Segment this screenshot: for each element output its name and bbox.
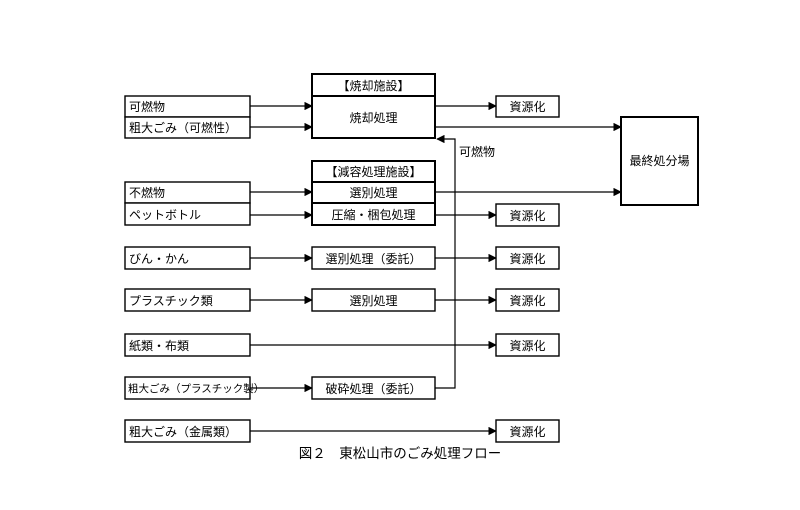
resource-label-6: 資源化 — [509, 425, 545, 439]
input-label-sodai-kanen: 粗大ごみ（可燃性） — [129, 120, 237, 135]
resource-box-2 — [495, 203, 560, 227]
recycle-flow-label: 可燃物 — [459, 144, 495, 159]
arrow-crush-to-incinerator — [435, 134, 456, 389]
facility-boxes: 【焼却施設】 焼却処理 【減容処理施設】 選別処理 圧縮・梱包処理 選別処理（委… — [311, 73, 436, 400]
resource-label-1: 資源化 — [509, 100, 545, 114]
incinerator-title: 【焼却施設】 — [337, 78, 409, 93]
reduction-title: 【減容処理施設】 — [325, 164, 421, 179]
input-label-plastic: プラスチック類 — [129, 294, 213, 308]
final-disposal-box — [620, 116, 699, 206]
input-box-paper — [124, 333, 251, 357]
resource-box-6 — [495, 419, 560, 443]
reduction-compress: 圧縮・梱包処理 — [331, 207, 415, 222]
sort-consigned: 選別処理（委託） — [325, 251, 421, 266]
input-label-bin-kan: びん・かん — [129, 252, 189, 266]
resource-box-5 — [495, 333, 560, 357]
input-box-sodai-kanen — [124, 116, 251, 139]
resource-box-1 — [495, 95, 560, 118]
input-box-bin-kan — [124, 246, 251, 270]
resource-box-3 — [495, 246, 560, 270]
figure-caption: 図２ 東松山市のごみ処理フロー — [299, 445, 502, 462]
reduction-compress-box — [311, 202, 436, 226]
crush-consigned-box — [311, 376, 436, 400]
input-label-paper: 紙類・布類 — [129, 338, 189, 353]
plastic-sort: 選別処理 — [349, 294, 397, 308]
output-boxes: 資源化 資源化 資源化 資源化 資源化 資源化 最終処分場 — [495, 95, 699, 443]
resource-label-5: 資源化 — [509, 339, 545, 353]
input-label-funen: 不燃物 — [129, 185, 165, 200]
input-box-sodai-plastic — [124, 376, 251, 400]
incinerator-process-box — [311, 95, 436, 139]
crush-consigned: 破砕処理（委託） — [325, 381, 421, 396]
incinerator-process: 焼却処理 — [349, 111, 397, 125]
flow-arrows — [250, 101, 622, 436]
resource-label-4: 資源化 — [509, 294, 545, 308]
resource-label-3: 資源化 — [509, 252, 545, 266]
input-label-sodai-plastic: 粗大ごみ（プラスチック製） — [128, 382, 264, 395]
input-box-pet — [124, 202, 251, 226]
input-boxes: 可燃物 粗大ごみ（可燃性） 不燃物 ペットボトル びん・かん プラスチック類 紙… — [124, 95, 264, 443]
input-box-sodai-metal — [124, 419, 251, 443]
resource-box-4 — [495, 288, 560, 312]
input-box-plastic — [124, 288, 251, 312]
reduction-sort: 選別処理 — [349, 186, 397, 200]
final-disposal-label: 最終処分場 — [629, 153, 689, 168]
resource-label-2: 資源化 — [509, 209, 545, 223]
input-label-sodai-metal: 粗大ごみ（金属類） — [129, 424, 237, 439]
sort-consigned-box — [311, 246, 436, 270]
input-label-kanen: 可燃物 — [129, 99, 165, 114]
plastic-sort-box — [311, 288, 436, 312]
input-label-pet: ペットボトル — [129, 208, 201, 222]
